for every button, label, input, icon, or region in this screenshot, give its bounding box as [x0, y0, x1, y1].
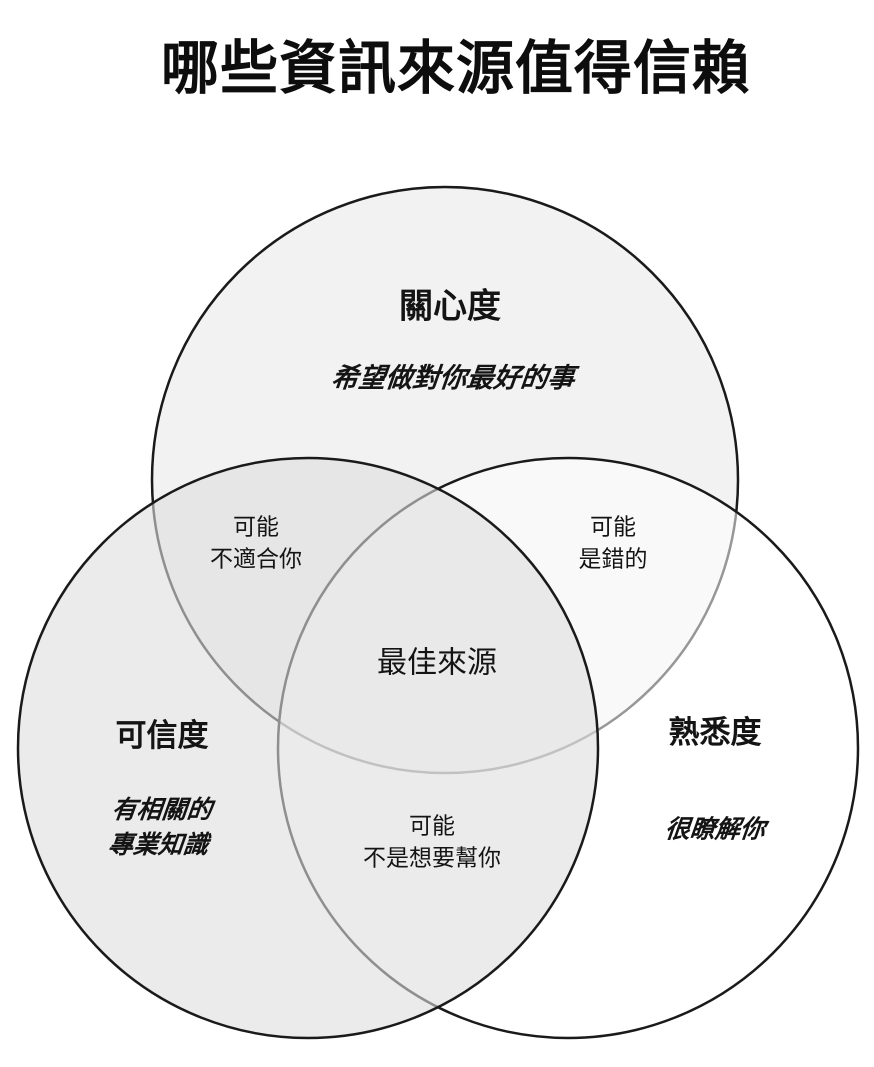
- familiarity-circle-label: 熟悉度: [668, 714, 762, 750]
- care-circle-label: 關心度: [399, 287, 501, 326]
- care-circle-subtitle: 希望做對你最好的事: [330, 363, 577, 394]
- intersection-care-credibility-label: 可能 不適合你: [210, 513, 302, 571]
- intersection-credibility-familiarity-label: 可能 不是想要幫你: [363, 812, 501, 870]
- credibility-circle-subtitle: 有相關的 專業知識: [106, 796, 214, 859]
- credibility-circle: [16, 456, 600, 1040]
- intersection-care-familiarity-label: 可能 是錯的: [578, 513, 648, 571]
- page-title: 哪些資訊來源值得信賴: [160, 36, 752, 101]
- center-intersection-label: 最佳來源: [377, 646, 497, 680]
- familiarity-circle-subtitle: 很瞭解你: [663, 815, 767, 844]
- credibility-circle-label: 可信度: [115, 717, 209, 753]
